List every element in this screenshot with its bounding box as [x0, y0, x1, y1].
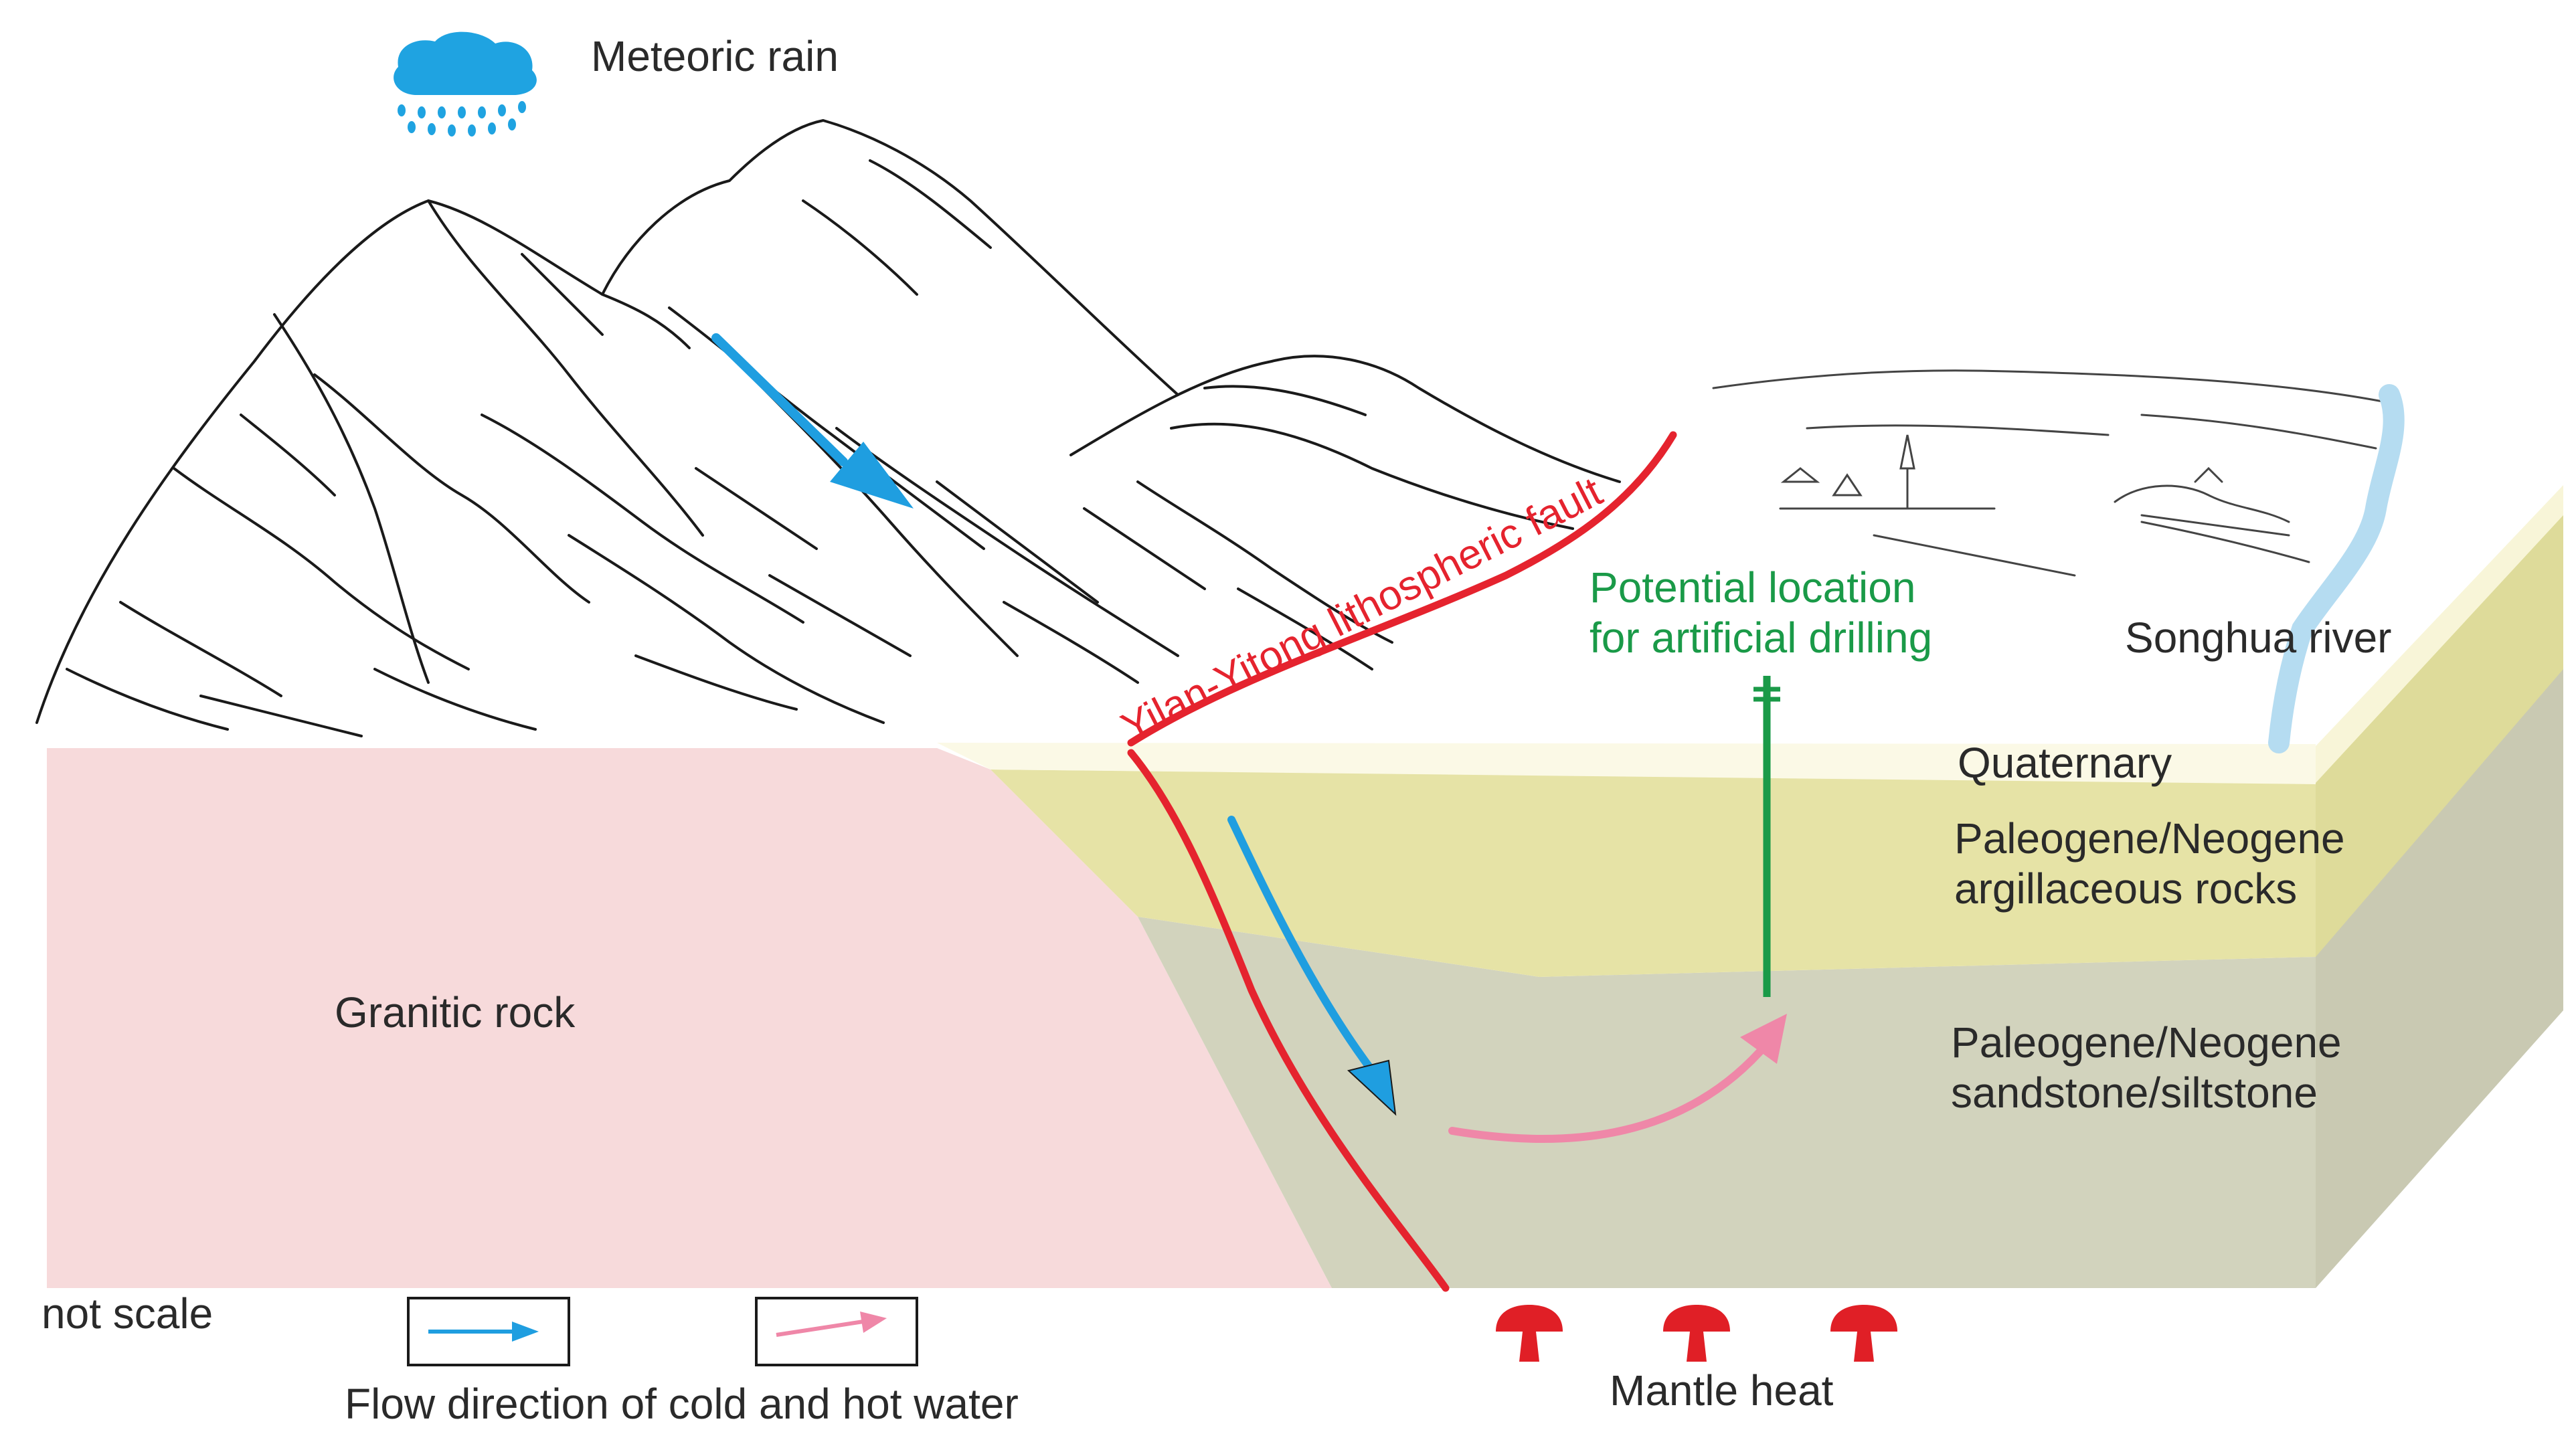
quaternary-layer [937, 743, 2316, 784]
legend-hot-arrow [776, 1311, 887, 1337]
songhua-river [2268, 384, 2405, 753]
block-side-quaternary [2316, 485, 2563, 783]
argillaceous-layer [991, 769, 2316, 977]
argillaceous-label-line2: argillaceous rocks [1954, 865, 2297, 913]
not-scale-label: not scale [41, 1289, 213, 1338]
river-label: Songhua river [2125, 614, 2391, 662]
fault-surface-line [1127, 431, 1677, 747]
sandstone-label-line2: sandstone/siltstone [1951, 1069, 2318, 1117]
rain-cloud-icon [394, 31, 537, 137]
geological-block [47, 361, 2563, 1288]
granite-label: Granitic rock [335, 988, 576, 1036]
block-side-argillaceous [2316, 509, 2563, 957]
legend-hot-box [755, 1297, 918, 1366]
granite-layer [47, 748, 1332, 1288]
drilling-well [1753, 676, 1780, 997]
legend-cold-arrow [428, 1322, 539, 1342]
quaternary-label: Quaternary [1958, 739, 2172, 787]
mantle-heat-icon [1830, 1305, 1897, 1362]
mantle-heat-icon [1496, 1305, 1563, 1362]
meteoric-rain-label: Meteoric rain [591, 32, 839, 80]
legend-caption: Flow direction of cold and hot water [345, 1380, 1019, 1428]
fault-subsurface-line [1127, 749, 1450, 1292]
drilling-label-line1: Potential location [1590, 563, 1915, 612]
tree-cluster-right [2114, 466, 2290, 537]
mountains-sketch [35, 119, 1621, 737]
plain-sketch [1712, 369, 2384, 577]
drilling-label-line2: for artificial drilling [1590, 614, 1932, 662]
cold-water-surface-arrow [711, 333, 914, 509]
mantle-heat-label: Mantle heat [1610, 1366, 1834, 1415]
sandstone-layer [1138, 917, 2316, 1288]
cold-water-fault-arrow [1227, 816, 1397, 1116]
argillaceous-label-line1: Paleogene/Neogene [1954, 814, 2345, 863]
tree-cluster-left [1779, 434, 1996, 510]
hot-water-arrow [1448, 1014, 1787, 1144]
sandstone-label-line1: Paleogene/Neogene [1951, 1018, 2342, 1067]
plain-surface [937, 361, 2563, 743]
mantle-heat-icon [1663, 1305, 1730, 1362]
legend [407, 1297, 918, 1366]
mantle-heat-icons [1496, 1305, 1897, 1362]
